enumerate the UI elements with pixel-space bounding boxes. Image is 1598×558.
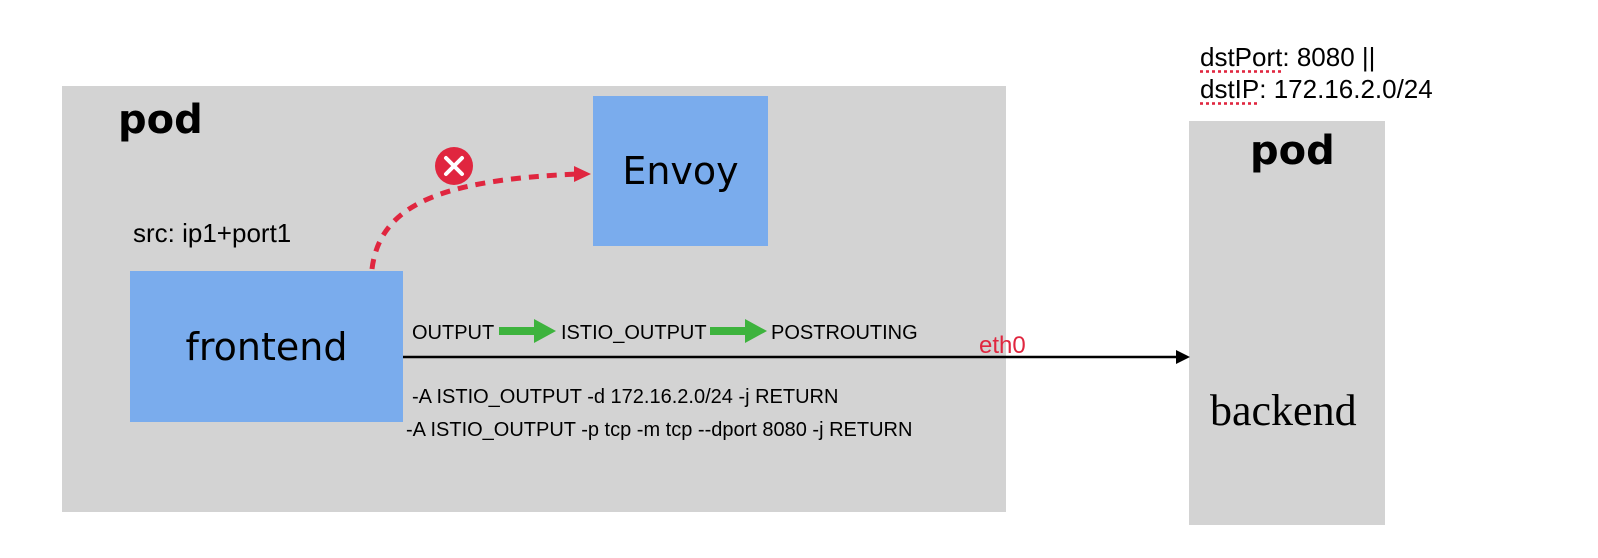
right-pod-title: pod: [1250, 128, 1335, 174]
envoy-box: Envoy: [593, 96, 768, 246]
chain-arrow-2: [710, 319, 767, 343]
match-note-line2: dstIP: 172.16.2.0/24: [1200, 74, 1433, 105]
blocked-x-icon: [435, 147, 473, 185]
backend-label: backend: [1210, 386, 1357, 435]
blocked-path: [369, 171, 578, 270]
chain-postrouting-label: POSTROUTING: [771, 322, 918, 344]
left-pod-title: pod: [118, 97, 203, 143]
frontend-label: frontend: [185, 324, 348, 369]
iptables-rule-ip: -A ISTIO_OUTPUT -d 172.16.2.0/24 -j RETU…: [412, 386, 839, 408]
dst-ip-value: : 172.16.2.0/24: [1259, 74, 1433, 104]
frontend-box: frontend: [130, 271, 403, 422]
right-pod: [1189, 121, 1385, 525]
source-address-label: src: ip1+port1: [133, 218, 292, 248]
match-note-line1: dstPort: 8080 ||: [1200, 42, 1375, 73]
dst-port-key: dstPort: [1200, 42, 1283, 72]
blocked-path-arrowhead: [574, 166, 591, 182]
traffic-arrow-head: [1176, 350, 1190, 364]
eth0-label: eth0: [979, 332, 1026, 359]
dst-ip-key: dstIP: [1200, 74, 1260, 104]
dst-port-value: : 8080 ||: [1282, 42, 1376, 72]
envoy-label: Envoy: [622, 149, 739, 193]
chain-arrow-1: [499, 319, 556, 343]
chain-output-label: OUTPUT: [412, 322, 495, 344]
chain-istio-output-label: ISTIO_OUTPUT: [561, 322, 707, 344]
iptables-rule-port: -A ISTIO_OUTPUT -p tcp -m tcp --dport 80…: [406, 419, 913, 441]
